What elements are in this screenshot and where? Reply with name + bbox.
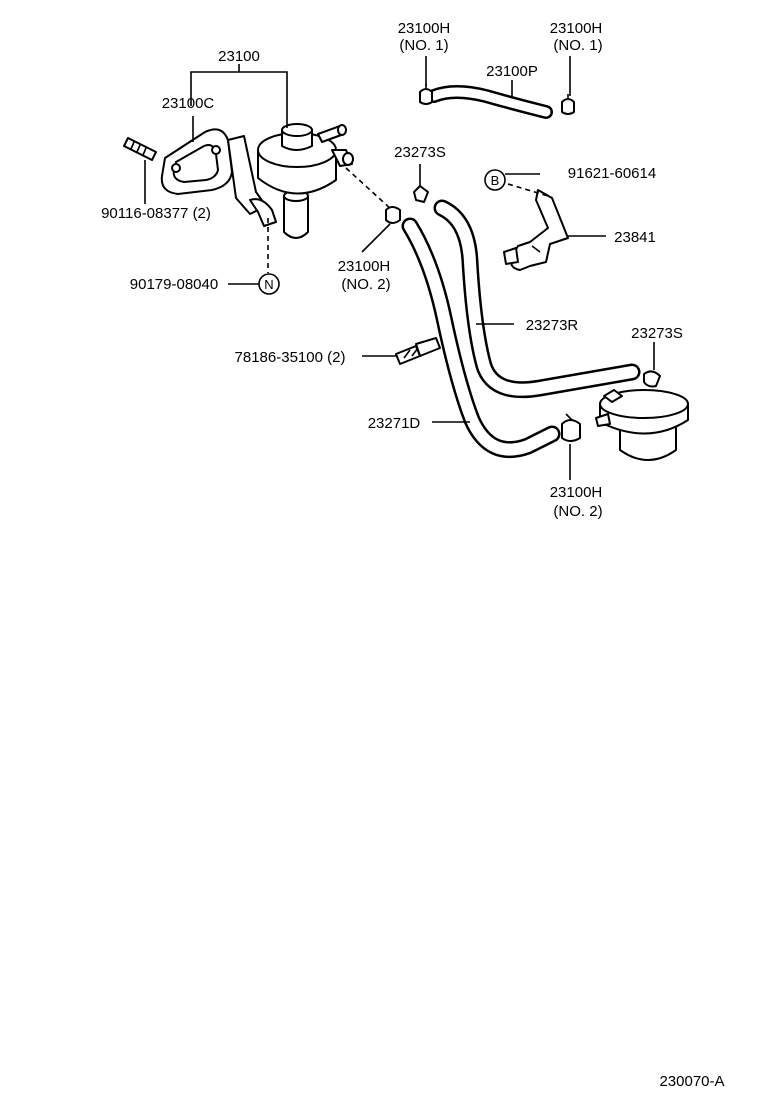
label-23100h-no2-upper-sub: (NO. 2) — [341, 276, 390, 293]
label-23100h-no2-lower: 23100H — [550, 484, 603, 501]
fuel-filter-part — [595, 389, 689, 461]
clamp-23273s-right — [643, 370, 661, 388]
clamp-no1-right — [561, 94, 575, 115]
nut-symbol-letter: N — [264, 277, 273, 292]
clamp-no1-left — [419, 84, 433, 105]
label-23271d: 23271D — [368, 415, 421, 432]
label-23100p: 23100P — [486, 63, 538, 80]
bracket-23841 — [503, 189, 569, 271]
label-23100h-no1-right: 23100H — [550, 20, 603, 37]
fuel-pump-assembly — [123, 123, 354, 239]
label-23841: 23841 — [614, 229, 656, 246]
hose-23273r — [433, 199, 641, 399]
clip-part — [395, 337, 441, 365]
label-90116-08377: 90116-08377 (2) — [101, 205, 211, 222]
clamp-no2-lower — [561, 413, 581, 442]
stud-part — [123, 137, 157, 161]
hose-23271d — [401, 217, 561, 459]
label-23100h-no2-upper: 23100H — [338, 258, 391, 275]
label-23100h-no2-lower-sub: (NO. 2) — [553, 503, 602, 520]
hose-23100p — [427, 85, 553, 119]
label-23273s-top: 23273S — [394, 144, 446, 161]
label-23273r: 23273R — [526, 317, 579, 334]
label-91621-60614: 91621-60614 — [568, 165, 656, 182]
label-23100c: 23100C — [162, 95, 215, 112]
figure-id: 230070-A — [659, 1073, 724, 1090]
label-23100h-no1-right-sub: (NO. 1) — [553, 37, 602, 54]
label-23100h-no1-left-sub: (NO. 1) — [399, 37, 448, 54]
label-23100: 23100 — [218, 48, 260, 65]
label-23273s-right: 23273S — [631, 325, 683, 342]
label-90179-08040: 90179-08040 — [130, 276, 218, 293]
label-23100h-no1-left: 23100H — [398, 20, 451, 37]
label-78186-35100: 78186-35100 (2) — [235, 349, 346, 366]
bolt-symbol — [484, 169, 506, 191]
bolt-symbol-letter: B — [491, 173, 500, 188]
clamp-no2-upper — [385, 206, 401, 224]
clamp-23273s-top — [413, 185, 429, 203]
